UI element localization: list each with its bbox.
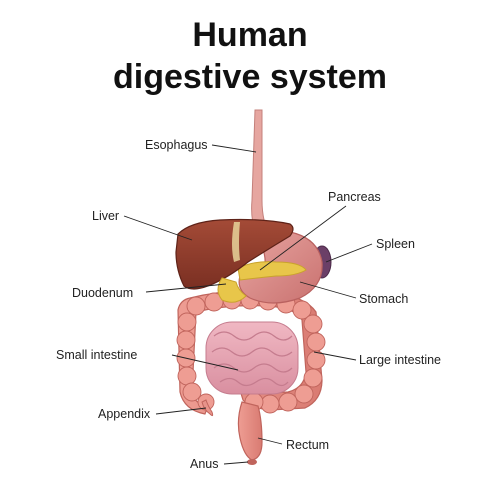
leader-rectum — [257, 437, 283, 445]
label-anus: Anus — [190, 457, 219, 471]
anus-organ — [247, 459, 257, 465]
leader-anus — [223, 461, 249, 465]
appendix-organ — [201, 399, 214, 417]
pancreas-organ — [237, 261, 307, 281]
leader-appendix — [155, 407, 207, 415]
page-title: Human digestive system — [0, 14, 500, 98]
label-appendix: Appendix — [98, 407, 151, 421]
leader-large-intestine — [313, 351, 357, 361]
esophagus-organ — [251, 109, 271, 239]
leader-duodenum — [145, 283, 227, 293]
leader-pancreas — [259, 205, 347, 271]
label-liver: Liver — [92, 209, 120, 223]
leader-liver — [123, 215, 193, 241]
label-rectum: Rectum — [286, 438, 330, 452]
label-esophagus: Esophagus — [145, 138, 208, 152]
label-stomach: Stomach — [359, 292, 409, 306]
rectum-organ — [237, 401, 263, 461]
label-spleen: Spleen — [376, 237, 415, 251]
leader-spleen — [325, 243, 373, 263]
label-large-intestine: Large intestine — [359, 353, 442, 367]
gallbladder-organ — [232, 222, 240, 262]
label-pancreas: Pancreas — [328, 190, 381, 204]
title-line-2: digestive system — [112, 58, 388, 96]
small-intestine-organ — [205, 321, 299, 395]
leader-stomach — [299, 281, 357, 299]
leader-small-intestine — [171, 354, 239, 371]
title-line-1: Human — [192, 16, 308, 54]
label-duodenum: Duodenum — [72, 286, 134, 300]
leader-esophagus — [211, 144, 257, 153]
label-small-intestine: Small intestine — [56, 348, 138, 362]
